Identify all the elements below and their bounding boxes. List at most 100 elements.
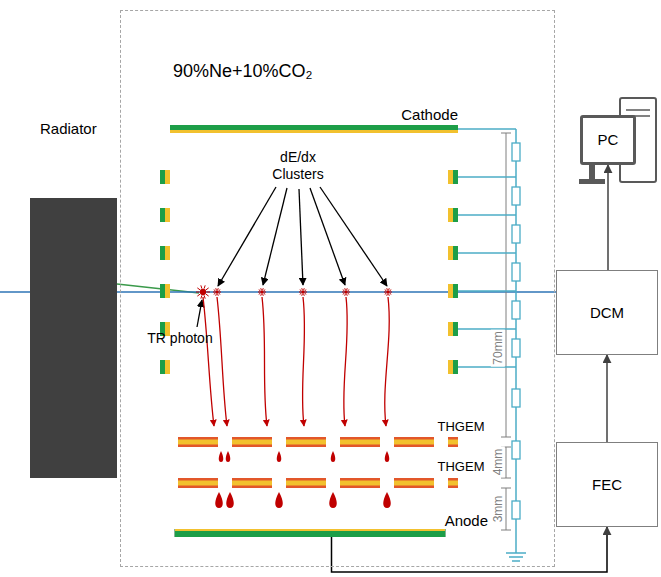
burst-core xyxy=(215,290,219,294)
anode-plane: Anode xyxy=(175,512,488,537)
burst-ray xyxy=(217,294,219,296)
burst-ray xyxy=(346,288,348,290)
field-strip xyxy=(160,170,165,184)
anode-electrode xyxy=(175,529,445,537)
field-strip xyxy=(448,284,453,298)
divider-wire xyxy=(458,366,516,368)
thgem-plate xyxy=(178,478,218,488)
burst-ray xyxy=(342,292,344,293)
cluster-burst xyxy=(342,288,350,296)
drift-path xyxy=(262,297,267,426)
burst-ray xyxy=(386,288,388,290)
thgem-electrode xyxy=(178,486,218,489)
cluster-burst xyxy=(258,288,266,296)
burst-ray xyxy=(215,294,217,296)
burst-ray xyxy=(217,288,219,290)
electron-avalanche xyxy=(226,492,234,508)
thgem-electrode xyxy=(232,437,272,440)
burst-ray xyxy=(386,294,388,296)
drift-path xyxy=(203,297,214,426)
leader-arrow xyxy=(263,188,287,285)
thgem-electrode xyxy=(232,445,272,448)
fec-box: FEC xyxy=(556,442,658,527)
burst-ray xyxy=(344,288,346,290)
drift-path xyxy=(344,297,348,426)
part-label: THGEM xyxy=(438,459,485,475)
resistor-symbol xyxy=(512,263,520,281)
field-strip xyxy=(453,170,458,184)
burst-ray xyxy=(262,288,264,290)
ground-symbol xyxy=(506,553,526,561)
burst-ray xyxy=(300,290,302,291)
thgem-plate xyxy=(340,478,380,488)
burst-ray xyxy=(206,288,209,290)
burst-ray xyxy=(213,292,215,293)
resistor-symbol xyxy=(512,501,520,519)
burst-ray xyxy=(214,293,216,294)
burst-ray xyxy=(301,294,303,296)
divider-wire xyxy=(458,290,516,292)
burst-ray xyxy=(348,292,350,293)
leader-arrow xyxy=(320,187,387,286)
burst-ray xyxy=(388,288,390,290)
burst-ray xyxy=(390,292,392,293)
electron-avalanche xyxy=(215,492,223,508)
field-strip xyxy=(160,360,165,374)
signal-connector xyxy=(606,355,608,442)
burst-ray xyxy=(343,293,345,294)
thgem-plate xyxy=(394,478,434,488)
thgem-electrode xyxy=(394,437,434,440)
field-strip xyxy=(453,284,458,298)
electron-avalanche xyxy=(329,492,337,508)
field-strip xyxy=(160,284,165,298)
field-strip xyxy=(448,322,453,336)
thgem-electrode xyxy=(286,445,326,448)
dcm-box: DCM xyxy=(556,270,658,355)
thgem-electrode xyxy=(340,478,380,481)
resistor-symbol xyxy=(512,339,520,357)
burst-core xyxy=(200,289,206,295)
thgem-electrode xyxy=(448,445,458,448)
thgem-electrode xyxy=(448,437,458,440)
dimension-line xyxy=(506,488,507,530)
resistor-symbol xyxy=(512,389,520,407)
field-strip xyxy=(453,208,458,222)
burst-ray xyxy=(219,292,221,293)
burst-ray xyxy=(259,290,261,291)
burst-ray xyxy=(305,292,307,293)
burst-ray xyxy=(196,292,200,293)
burst-ray xyxy=(215,288,217,290)
burst-ray xyxy=(214,290,216,291)
thgem-electrode xyxy=(394,478,434,481)
burst-ray xyxy=(303,294,305,296)
gas-chamber: 90%Ne+10%CO₂CathodeAnode xyxy=(120,10,555,567)
divider-wire xyxy=(458,214,516,216)
thgem-electrode xyxy=(178,478,218,481)
thgem-electrode xyxy=(286,486,326,489)
burst-ray xyxy=(385,290,387,291)
thgem-electrode xyxy=(178,445,218,448)
thgem-plate xyxy=(232,437,272,447)
burst-ray xyxy=(260,294,262,296)
cathode-electrode xyxy=(170,125,458,133)
dimension-tick xyxy=(501,478,511,479)
burst-ray xyxy=(219,290,221,291)
dimension-label: 4mm xyxy=(491,447,505,478)
burst-ray xyxy=(260,288,262,290)
field-strip xyxy=(165,170,170,184)
burst-core xyxy=(260,290,264,294)
burst-ray xyxy=(206,294,209,296)
field-strip xyxy=(160,246,165,260)
thgem-electrode xyxy=(286,478,326,481)
thgem-plate xyxy=(448,437,458,447)
thgem-plate xyxy=(340,437,380,447)
radiator-material xyxy=(30,198,117,478)
thgem-plate xyxy=(232,478,272,488)
dimension-label: 70mm xyxy=(491,329,505,366)
resistor-symbol xyxy=(512,143,520,161)
burst-ray xyxy=(385,293,387,294)
resistor-symbol xyxy=(512,441,520,459)
radiator-block: Radiator xyxy=(30,120,117,478)
repeated-parts xyxy=(160,129,520,553)
monitor-base xyxy=(579,179,605,184)
